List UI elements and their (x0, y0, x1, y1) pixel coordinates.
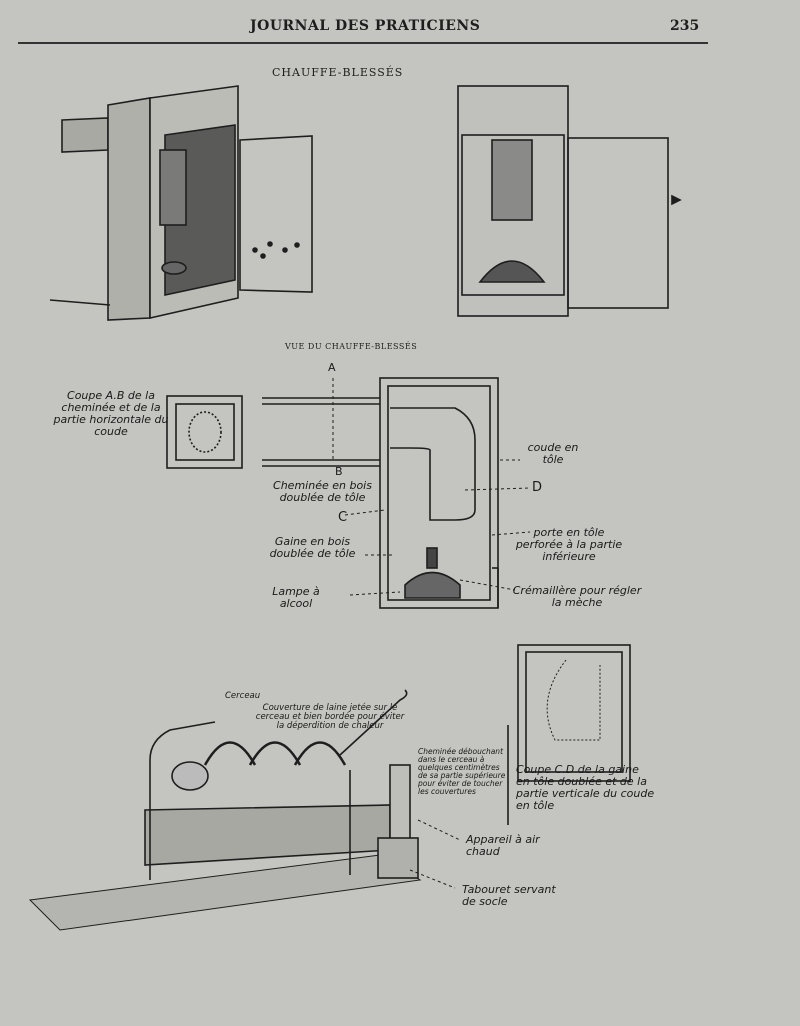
label-coude: coude en tôle (527, 441, 579, 466)
bed-drawing (28, 689, 422, 931)
header-rule (18, 42, 708, 44)
label-coupe-cd: Coupe C.D de la gaine en tôle doublée et… (516, 763, 655, 812)
label-tabouret: Tabouret servant de socle (462, 883, 556, 908)
chauffe-blesses-front-drawing (457, 85, 682, 317)
label-cerceau: Cerceau (225, 691, 261, 701)
leader-lines (344, 459, 531, 889)
label-cremaillere: Crémaillère pour régler la mèche (512, 584, 642, 609)
label-lampe: Lampe à alcool (272, 585, 320, 610)
label-cheminee: Cheminée en bois doublée de tôle (273, 479, 372, 504)
journal-title: JOURNAL DES PRATICIENS (250, 18, 481, 34)
label-b: B (335, 465, 343, 478)
label-appareil: Appareil à air chaud (466, 833, 540, 858)
label-coupe-ab: Coupe A.B de la cheminée et de la partie… (53, 389, 169, 438)
label-gaine: Gaine en bois doublée de tôle (269, 535, 356, 560)
label-cheminee-cerceau: Cheminée débouchant dans le cerceau à qu… (418, 747, 506, 796)
label-porte: porte en tôle perforée à la partie infér… (515, 526, 623, 563)
chauffe-blesses-perspective-drawing (49, 85, 313, 321)
coupe-cd-drawing (517, 644, 631, 782)
figure2-title: VUE DU CHAUFFE-BLESSÉS (285, 342, 418, 351)
page-number: 235 (670, 18, 700, 34)
figure1-title: CHAUFFE-BLESSÉS (272, 66, 404, 79)
label-d: D (532, 480, 543, 495)
label-a: A (328, 361, 336, 374)
vue-chauffe-blesses-drawing (262, 377, 499, 609)
label-c: C (338, 510, 348, 525)
label-couverture: Couverture de laine jetée sur le cerceau… (255, 703, 405, 731)
coupe-ab-drawing (166, 395, 243, 469)
